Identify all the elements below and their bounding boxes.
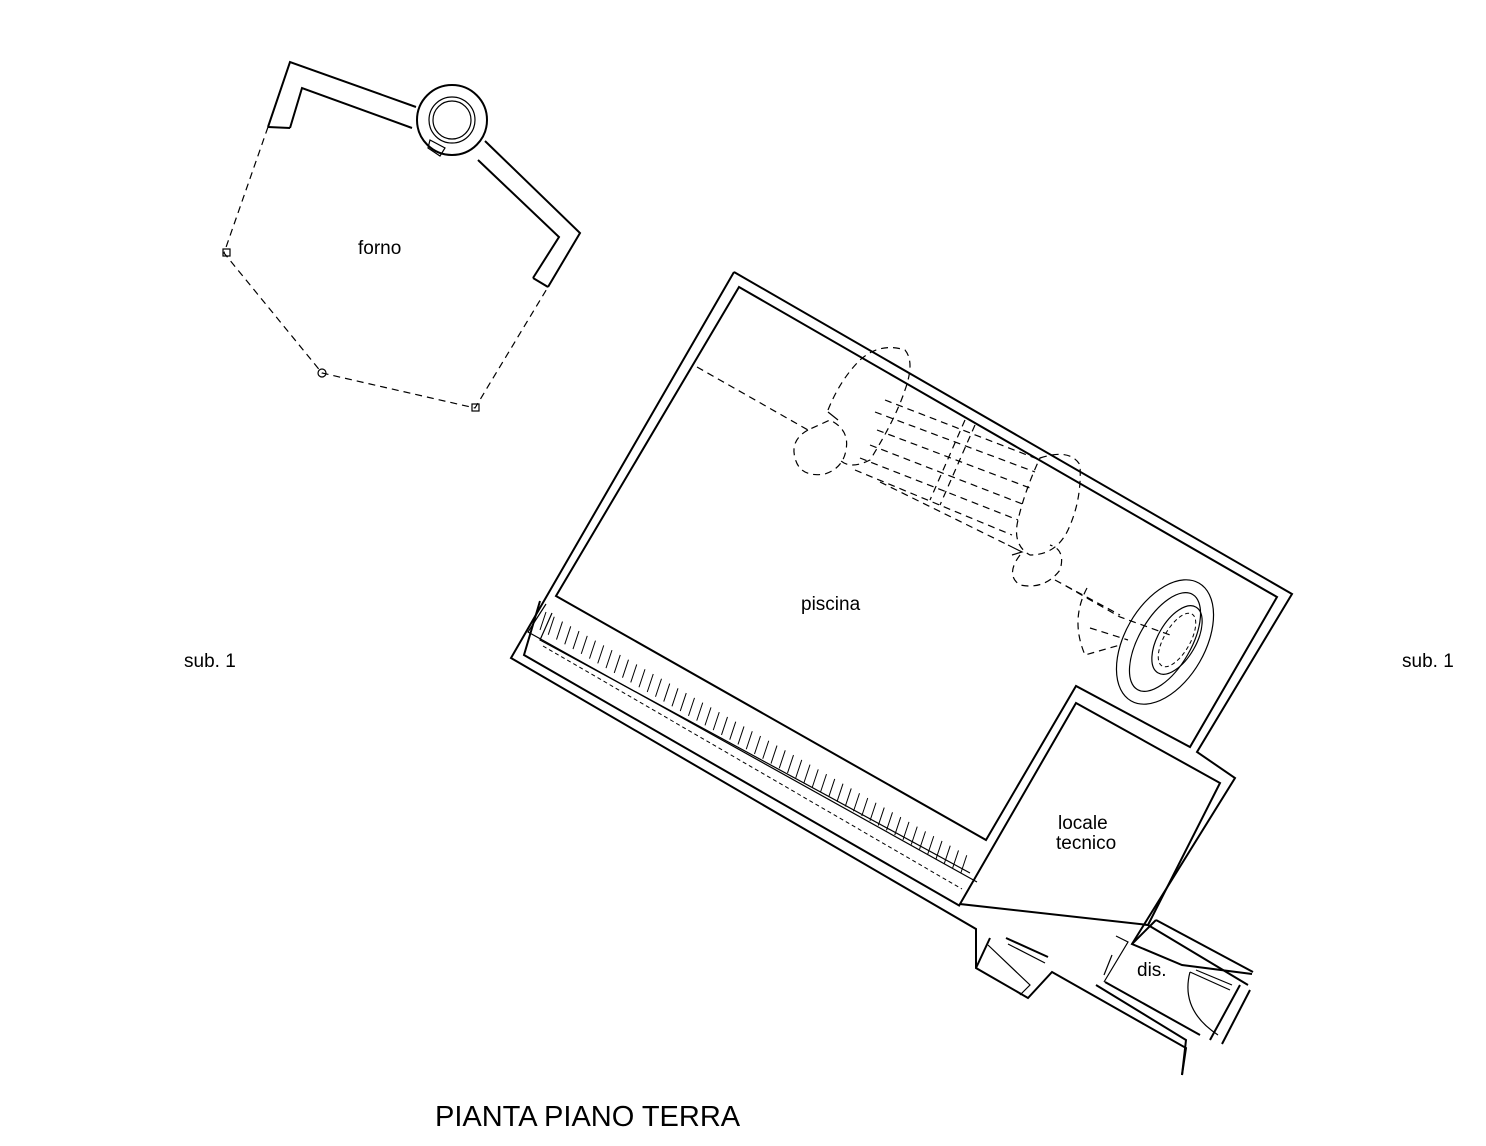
grating-slat [597, 645, 605, 664]
grating-slat [721, 716, 728, 736]
grating-slat [820, 773, 827, 793]
grating-slat [869, 802, 877, 821]
room-label-forno: forno [358, 238, 401, 259]
grating-slat [770, 745, 778, 764]
chimney-outer [416, 84, 488, 156]
grating-slat [547, 616, 555, 635]
grating-slat [646, 673, 654, 693]
drawing-title: PIANTA PIANO TERRA [435, 1101, 741, 1133]
grating-slat [861, 797, 869, 817]
grating-slat [894, 816, 902, 836]
grating-slat [762, 740, 770, 759]
grating-slat [919, 831, 926, 850]
room-label-locale: locale [1058, 813, 1108, 834]
adjacent-label-left: sub. 1 [184, 651, 236, 672]
grating-slat [943, 845, 951, 864]
grating-slat [787, 754, 794, 774]
grating-slat [638, 669, 646, 688]
grating-slat [679, 692, 687, 712]
grating-slat [754, 735, 761, 755]
grating-slat [795, 759, 803, 779]
grating-slat [902, 821, 910, 841]
grating-slat [572, 630, 580, 650]
post [317, 368, 327, 378]
grating-slat [704, 707, 712, 726]
grating-slat [803, 764, 811, 783]
grating-slat [836, 783, 844, 802]
forno-structure [222, 60, 582, 412]
grating-slat [630, 664, 638, 683]
grating-slat [877, 807, 885, 826]
room-label-dis: dis. [1137, 960, 1167, 981]
grating-slat [589, 640, 596, 659]
grating-slat [828, 778, 836, 798]
grating-slat [737, 726, 745, 745]
grating-slat [811, 769, 819, 788]
grating-slat [952, 850, 959, 869]
grating-slat [729, 721, 737, 740]
grating-slat [622, 659, 629, 678]
grating-slat [696, 702, 704, 721]
grating-slat [853, 793, 860, 812]
grating-slat [910, 826, 918, 845]
grating-slat [712, 711, 720, 731]
grating-slat [778, 750, 786, 769]
room-label-piscina: piscina [801, 594, 861, 615]
grating-slat [605, 649, 613, 669]
piscina-structure [509, 271, 1294, 1076]
grating-slat [613, 654, 621, 674]
adjacent-label-right: sub. 1 [1402, 651, 1454, 672]
grating-slat [935, 840, 943, 860]
grating-slat [539, 611, 547, 631]
grating-slat [556, 621, 563, 640]
hot-tub [1065, 579, 1215, 705]
grating-slat [655, 678, 662, 697]
grating-slat [927, 835, 935, 855]
grating-slat [663, 683, 671, 702]
steps-and-trees [696, 347, 1121, 616]
chimney-inner [428, 96, 476, 144]
grating-slat [745, 731, 753, 750]
disimpegno-structure [1095, 919, 1254, 1076]
post [471, 403, 480, 412]
grating-slat [580, 635, 588, 655]
grating-slat [671, 688, 679, 707]
grating-slat [688, 697, 695, 717]
post [222, 248, 231, 257]
grating-slat [960, 855, 968, 874]
grating-slat [844, 788, 852, 807]
room-label-tecnico: tecnico [1056, 833, 1116, 854]
grating [539, 611, 968, 874]
grating-slat [564, 626, 572, 645]
grating-slat [886, 812, 893, 831]
